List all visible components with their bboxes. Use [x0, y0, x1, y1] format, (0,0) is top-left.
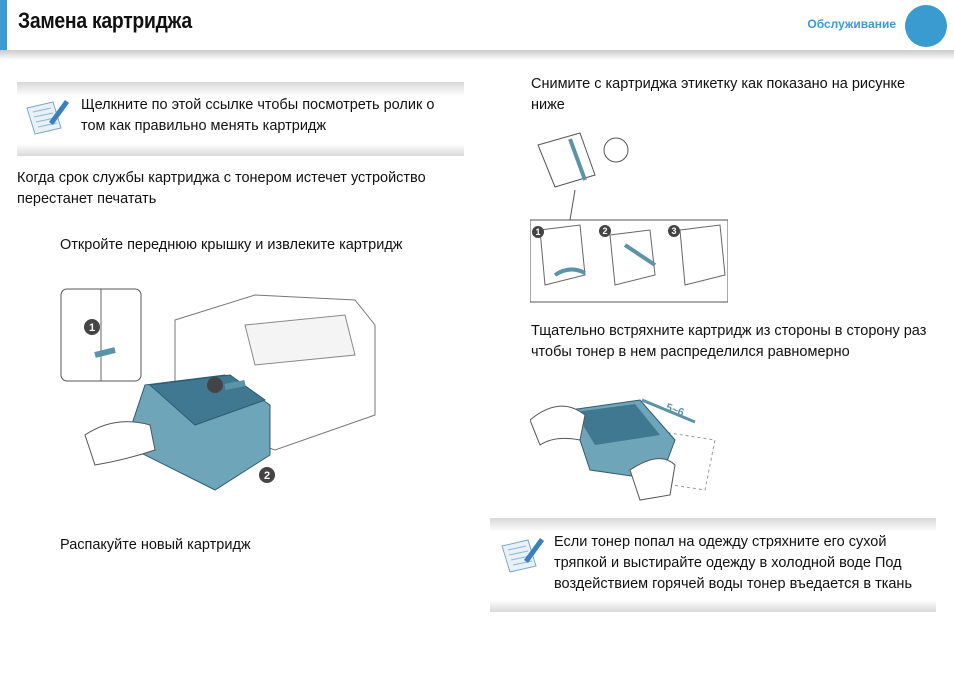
label-step-badge-3: 3 [671, 226, 676, 236]
page-tab-circle [905, 5, 947, 47]
section-label[interactable]: Обслуживание [807, 17, 896, 31]
header-divider [0, 50, 954, 60]
step-unpack: Распакуйте новый картридж [60, 537, 251, 553]
note-text[interactable]: Щелкните по этой ссылке чтобы посмотреть… [81, 97, 435, 134]
label-step-badge-1: 1 [535, 227, 540, 237]
note-box-toner-clothes: Если тонер попал на одежду стряхните его… [490, 518, 936, 612]
note-icon [501, 538, 544, 573]
step-open-cover: Откройте переднюю крышку и извлеките кар… [60, 237, 403, 253]
header-accent-bar [0, 0, 7, 52]
note-icon [26, 100, 69, 135]
remove-label-illustration: 1 2 3 [530, 132, 728, 303]
intro-text: Когда срок службы картриджа с тонером ис… [17, 170, 426, 207]
note-box-video: Щелкните по этой ссылке чтобы посмотреть… [17, 82, 464, 156]
shake-cartridge-illustration: 5~6 [530, 398, 716, 501]
step-badge-1: 1 [89, 322, 95, 334]
step-badge-2: 2 [264, 470, 270, 482]
printer-remove-cartridge-illustration: 1 2 [60, 288, 376, 491]
step-remove-label: Снимите с картриджа этикетку как показан… [531, 76, 906, 113]
shake-count-label: 5~6 [664, 402, 686, 420]
step-shake: Тщательно встряхните картридж из стороны… [531, 323, 927, 360]
note-text: Если тонер попал на одежду стряхните его… [554, 534, 912, 592]
label-step-badge-2: 2 [602, 226, 607, 236]
page-title: Замена картриджа [18, 8, 192, 33]
